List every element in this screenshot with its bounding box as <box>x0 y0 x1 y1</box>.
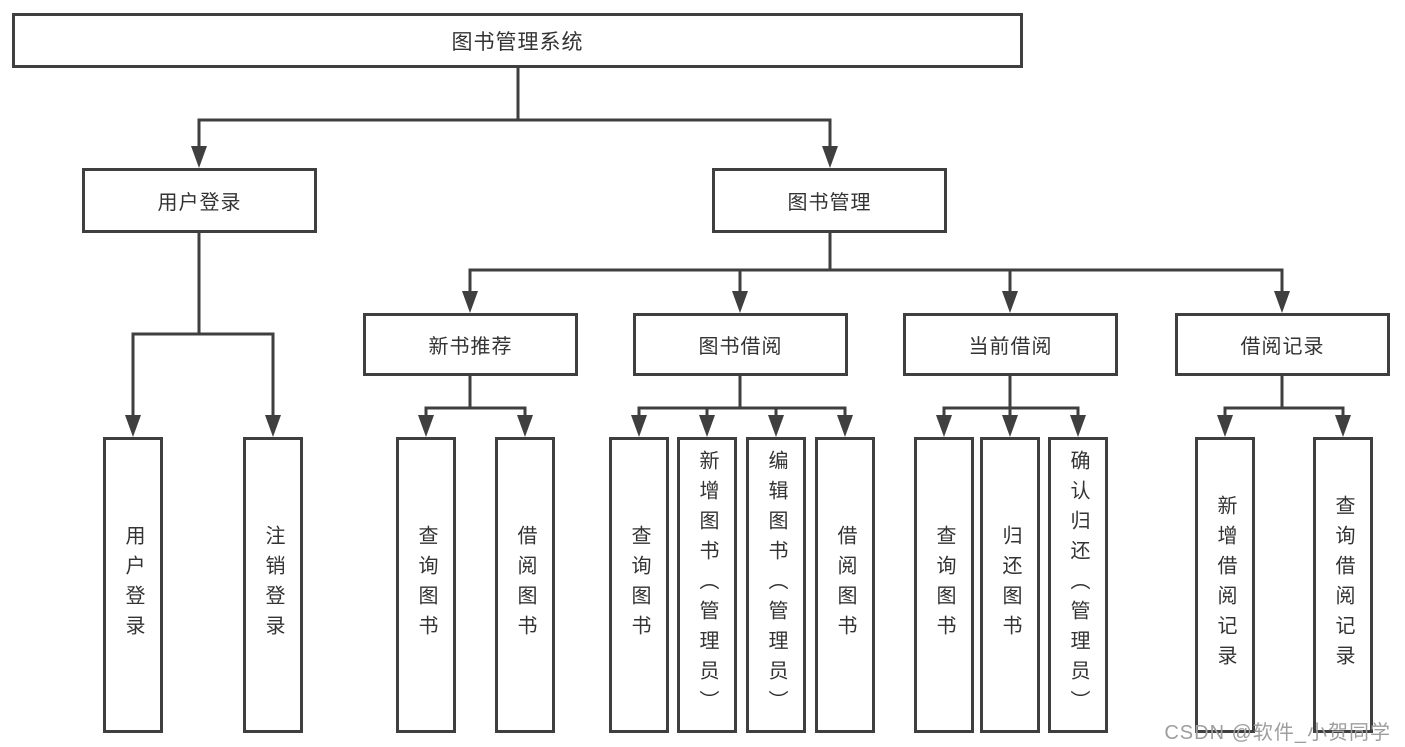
csdn-watermark: CSDN @软件_小贺同学 <box>1164 722 1391 744</box>
node-label: 当前借阅 <box>968 336 1053 358</box>
leaf-label: 确认归还（管理员） <box>1067 450 1089 720</box>
leaf-label: 新增借阅记录 <box>1214 495 1236 675</box>
node-new-book-recommendation: 新书推荐 <box>363 313 578 376</box>
leaf-label: 查询图书 <box>933 525 955 645</box>
leaf-label: 编辑图书（管理员） <box>765 450 787 720</box>
leaf-label: 查询图书 <box>415 525 437 645</box>
leaf-query-books-recommend: 查询图书 <box>396 437 456 733</box>
leaf-label: 查询图书 <box>628 525 650 645</box>
leaf-label: 查询借阅记录 <box>1332 495 1354 675</box>
node-borrowing-records: 借阅记录 <box>1175 313 1390 376</box>
leaf-edit-books-admin: 编辑图书（管理员） <box>746 437 806 733</box>
leaf-query-books-borrow: 查询图书 <box>609 437 669 733</box>
leaf-label: 归还图书 <box>999 525 1021 645</box>
node-book-management: 图书管理 <box>712 168 947 233</box>
node-label: 图书管理 <box>787 192 872 214</box>
leaf-add-borrow-record: 新增借阅记录 <box>1195 437 1255 733</box>
node-current-borrowing: 当前借阅 <box>903 313 1118 376</box>
node-library-management-system: 图书管理系统 <box>12 13 1023 68</box>
node-label: 用户登录 <box>157 192 242 214</box>
leaf-confirm-return-admin: 确认归还（管理员） <box>1048 437 1108 733</box>
leaf-user-login: 用户登录 <box>103 437 163 733</box>
leaf-borrow-books-recommend: 借阅图书 <box>495 437 555 733</box>
leaf-label: 借阅图书 <box>834 525 856 645</box>
node-label: 新书推荐 <box>428 336 513 358</box>
leaf-return-books: 归还图书 <box>980 437 1040 733</box>
leaf-label: 用户登录 <box>122 525 144 645</box>
node-book-borrowing: 图书借阅 <box>633 313 848 376</box>
leaf-query-borrow-record: 查询借阅记录 <box>1313 437 1373 733</box>
leaf-borrow-books: 借阅图书 <box>815 437 875 733</box>
node-user-login: 用户登录 <box>82 168 317 233</box>
leaf-label: 借阅图书 <box>514 525 536 645</box>
leaf-label: 新增图书（管理员） <box>696 450 718 720</box>
leaf-logout: 注销登录 <box>243 437 303 733</box>
node-label: 图书管理系统 <box>451 30 584 54</box>
leaf-label: 注销登录 <box>262 525 284 645</box>
node-label: 借阅记录 <box>1240 336 1325 358</box>
node-label: 图书借阅 <box>698 336 783 358</box>
leaf-query-books-current: 查询图书 <box>914 437 974 733</box>
leaf-add-books-admin: 新增图书（管理员） <box>677 437 737 733</box>
